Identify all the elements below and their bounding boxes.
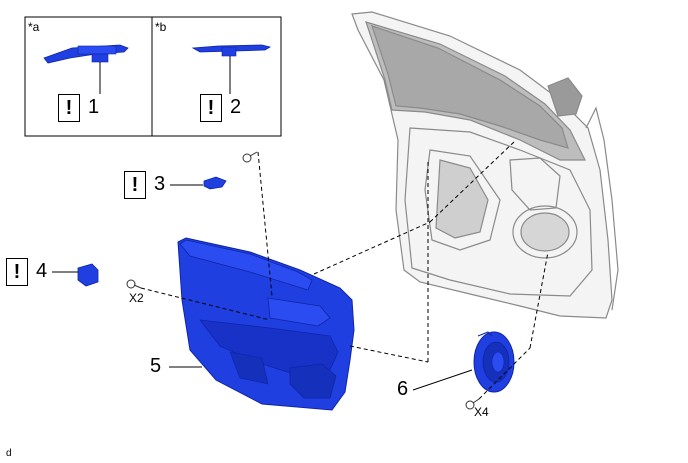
caution-icon: ! <box>58 94 80 122</box>
speaker <box>473 331 515 393</box>
caution-icon: ! <box>6 258 28 286</box>
leader-lines <box>52 184 473 391</box>
caution-icon: ! <box>200 94 222 122</box>
assembly-dashed-lines <box>140 139 549 400</box>
callout-5: 5 <box>150 355 162 377</box>
quantity-x2: X2 <box>129 291 144 305</box>
door-trim-panel <box>177 237 355 411</box>
callout-4: 4 <box>36 260 48 282</box>
corner-note: d <box>6 448 12 459</box>
inset-b-switch-part <box>191 44 272 94</box>
door-frame <box>351 11 619 319</box>
inset-b-tag: *b <box>155 20 167 34</box>
part4-cover-piece <box>77 263 99 287</box>
callout-1: 1 <box>88 96 100 118</box>
screws <box>126 151 480 410</box>
inset-frame <box>24 16 282 137</box>
inset-a-switch-part <box>43 44 129 94</box>
caution-icon: ! <box>124 171 146 199</box>
callout-2: 2 <box>230 96 242 118</box>
inset-a-tag: *a <box>28 20 40 34</box>
callout-6: 6 <box>397 378 409 400</box>
quantity-x4: X4 <box>474 405 489 419</box>
callout-3: 3 <box>154 173 166 195</box>
part3-switch-piece <box>203 176 227 190</box>
